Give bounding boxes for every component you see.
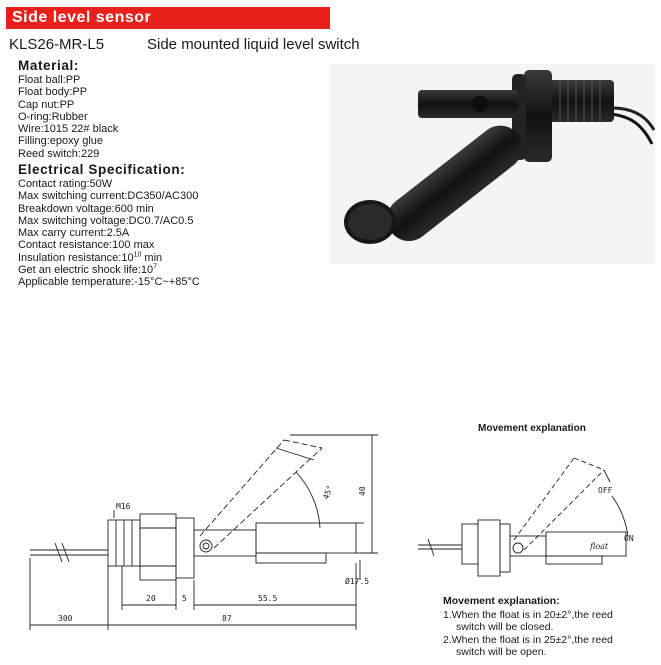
material-title: Material: [18,58,79,73]
movement-expl-title: Movement explanation: [443,595,560,607]
material-item: Wire:1015 22# black [18,123,119,136]
movement-line: switch will be open. [456,646,547,658]
dim-55-5-label: 55.5 [258,594,277,603]
spec-item: Contact rating:50W [18,178,113,190]
material-item: Reed switch:229 [18,147,100,160]
title-banner: Side level sensor [6,7,330,29]
spec-temperature: Applicable temperature:-15°C~+85°C [18,276,200,289]
thread-label: M16 [116,502,131,511]
spec-insulation: Insulation resistance:1010 min [18,251,163,264]
on-label: ON [624,534,634,543]
material-item: Cap nut:PP [18,98,75,111]
dim-300-label: 300 [58,614,73,623]
electrical-title: Electrical Specification: [18,162,186,177]
product-photo [330,64,655,264]
dim-20-label: 20 [146,594,156,603]
material-list: Float ball:PP Float body:PP Cap nut:PP O… [18,74,118,160]
spec-item: Breakdown voltage:600 min [18,202,154,215]
material-item: Float ball:PP [18,74,81,86]
model-number: KLS26-MR-L5 [9,36,105,53]
electrical-list: Contact rating:50W Max switching current… [18,178,200,289]
off-label: OFF [598,486,613,495]
dim-87-label: 87 [222,614,232,623]
banner-title: Side level sensor [12,9,152,26]
diameter-label: Ø17.5 [345,576,369,586]
float-label: float [589,542,609,551]
movement-line: 1.When the float is in 20±2°,the reed [443,609,613,621]
spec-shock-life: Get an electric shock life:107 [18,263,158,277]
height-label: 40 [358,486,367,496]
movement-line: switch will be closed. [456,621,554,633]
spec-item: Contact resistance:100 max [18,239,155,252]
movement-line: 2.When the float is in 25±2°,the reed [443,634,613,646]
angle-label: 45° [321,484,334,501]
material-item: O-ring:Rubber [18,110,88,123]
spec-item: Max switching voltage:DC0.7/AC0.5 [18,214,194,227]
material-item: Filling:epoxy glue [18,135,103,148]
spec-item: Max switching current:DC350/AC300 [18,190,199,203]
material-item: Float body:PP [18,86,88,99]
dimension-drawing: M16 45° 40 Ø17.5 20 5 55.5 300 87 float … [29,434,634,630]
movement-heading: Movement explanation [478,423,586,434]
dim-5-label: 5 [182,594,187,603]
spec-item: Max carry current:2.5A [18,227,130,240]
product-description: Side mounted liquid level switch [147,36,360,53]
